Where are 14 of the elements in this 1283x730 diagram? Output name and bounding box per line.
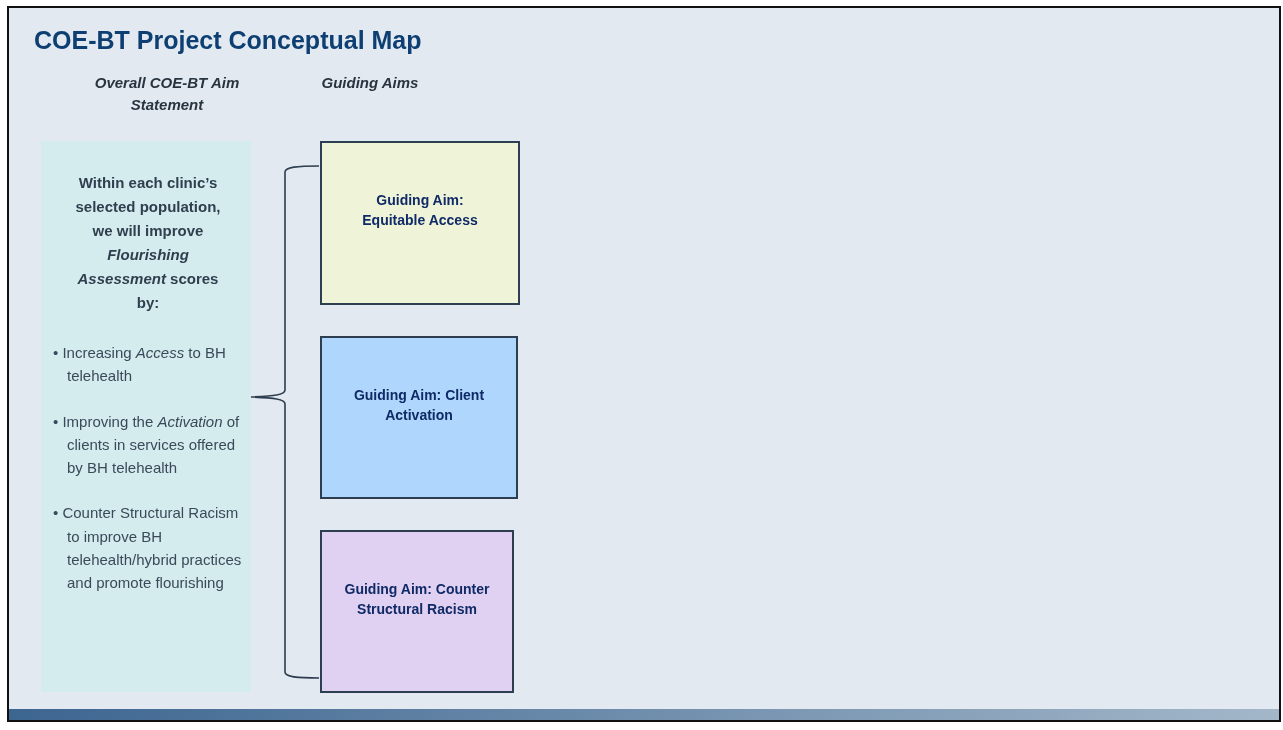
- aim-label: Guiding Aim: Equitable Access: [361, 191, 479, 230]
- aim-label: Guiding Aim: Counter Structural Racism: [343, 579, 491, 619]
- column-heading: Overall COE-BT Aim Statement: [93, 73, 241, 115]
- bullet-item: • Counter Structural Racism to improve BH telehealth/hybrid practices and promote flourishing: [53, 503, 243, 593]
- guiding-aim-box: [320, 141, 520, 305]
- guiding-aim-box: [320, 336, 518, 499]
- bullet-item: • Improving the Activation of clients in services offered by BH telehealth: [53, 411, 241, 478]
- bullet-item: • Increasing Access to BH telehealth: [53, 343, 227, 387]
- slide-title: COE-BT Project Conceptual Map: [34, 26, 422, 55]
- column-heading: Guiding Aims: [320, 73, 420, 93]
- guiding-aim-box: [320, 530, 514, 693]
- aim-label: Guiding Aim: Client Activation: [352, 385, 486, 425]
- aim-statement: Within each clinic’s selected population, we will improve Flourishing Assessment scores by:: [74, 173, 222, 313]
- aim-statement-panel: [41, 141, 251, 692]
